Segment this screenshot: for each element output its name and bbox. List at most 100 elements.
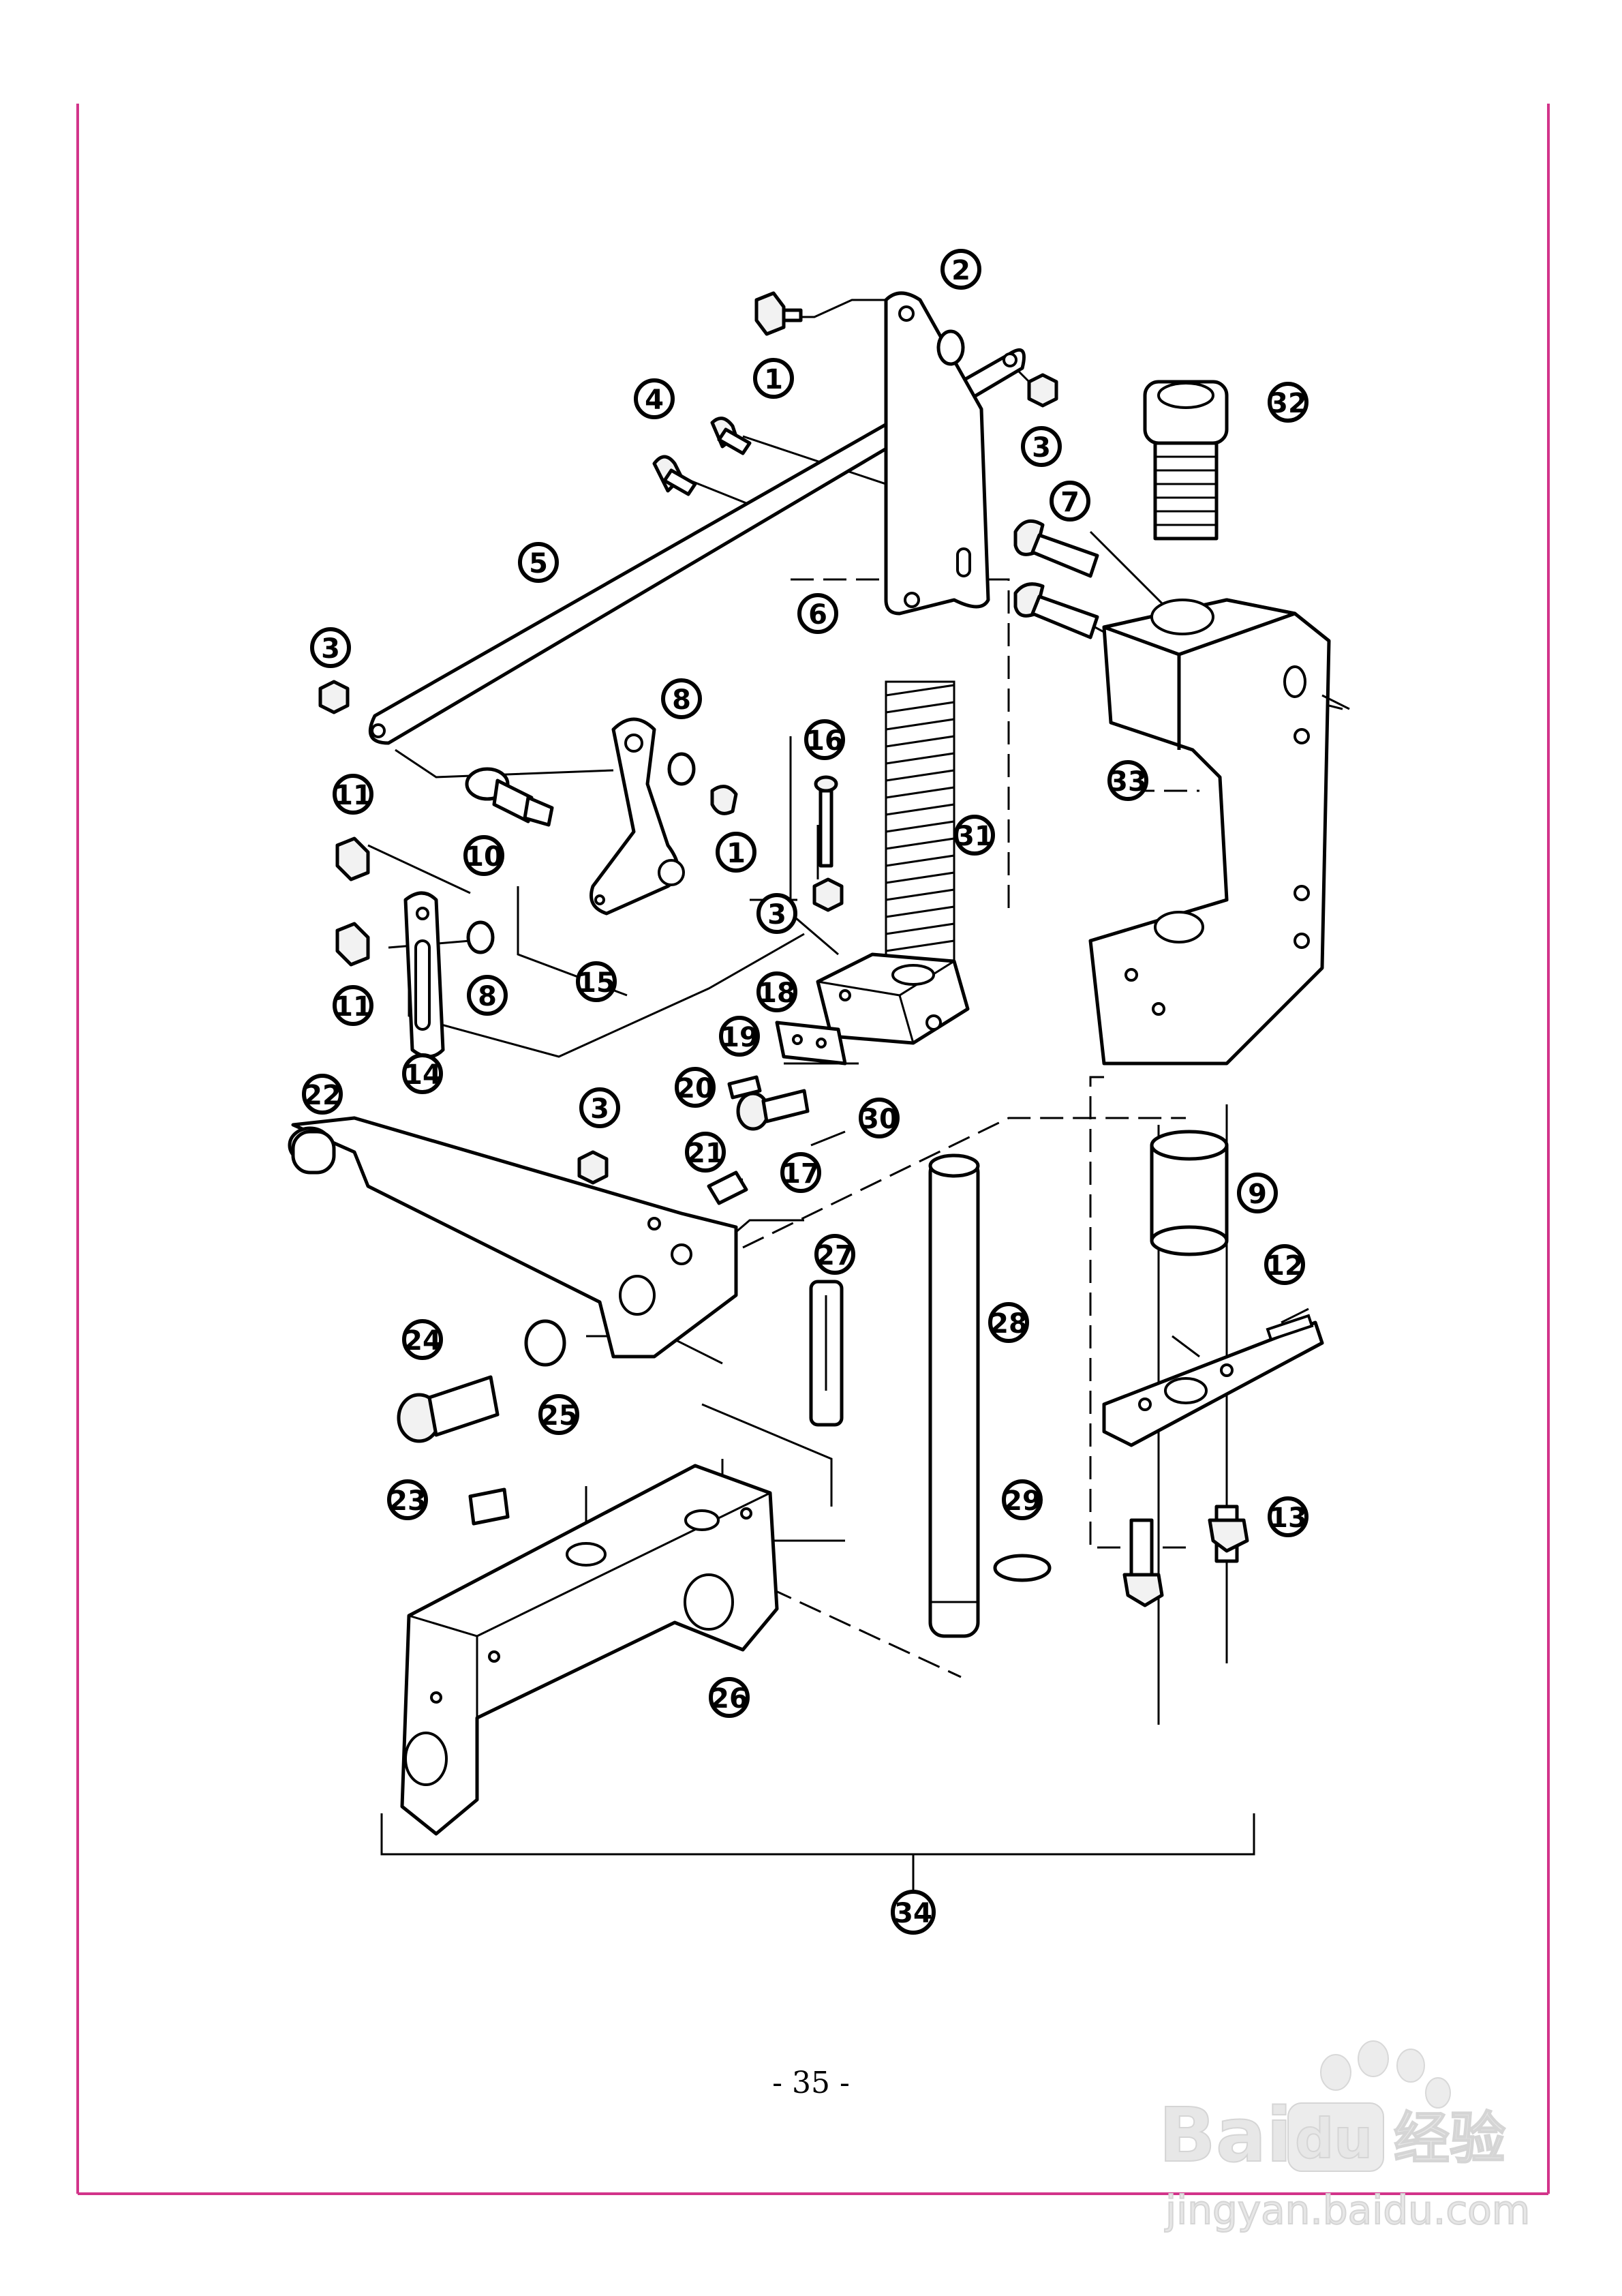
callout-7: 7	[1050, 481, 1090, 522]
part-block-18	[816, 952, 970, 1045]
callout-34: 34	[891, 1890, 936, 1935]
part-washer-2	[936, 329, 965, 366]
callout-19: 19	[719, 1016, 760, 1057]
callout-29: 29	[1002, 1479, 1043, 1520]
svg-text:11: 11	[334, 780, 372, 811]
svg-text:24: 24	[403, 1325, 442, 1357]
callout-2: 2	[940, 249, 981, 290]
callout-16: 16	[804, 719, 845, 760]
callout-11-top: 11	[333, 774, 373, 815]
svg-text:13: 13	[1269, 1502, 1307, 1534]
callout-3-low: 3	[579, 1087, 620, 1128]
callout-15: 15	[576, 961, 617, 1002]
callout-31: 31	[954, 815, 995, 856]
svg-text:26: 26	[710, 1683, 748, 1715]
svg-text:16: 16	[806, 725, 844, 757]
callout-21: 21	[685, 1132, 726, 1173]
part-long-link-5	[368, 348, 1026, 745]
part-shaft-28	[928, 1153, 980, 1638]
svg-text:7: 7	[1060, 487, 1080, 518]
watermark-cn: 经验	[1394, 2106, 1505, 2171]
svg-text:18: 18	[758, 978, 796, 1009]
svg-text:28: 28	[990, 1308, 1028, 1340]
part-pin-10	[465, 767, 554, 827]
part-ring-29	[993, 1554, 1052, 1582]
svg-text:29: 29	[1003, 1485, 1041, 1517]
callout-1-mid: 1	[716, 832, 756, 873]
part-lever-22	[288, 1116, 738, 1359]
svg-text:3: 3	[1032, 432, 1051, 464]
callout-18: 18	[756, 971, 797, 1012]
callout-25: 25	[538, 1394, 579, 1435]
callout-20: 20	[675, 1067, 716, 1108]
part-screws-13	[1122, 1505, 1249, 1607]
svg-text:6: 6	[808, 599, 827, 631]
callout-3-top: 3	[1021, 426, 1062, 467]
svg-text:8: 8	[672, 684, 691, 716]
callout-32: 32	[1268, 382, 1309, 423]
svg-text:4: 4	[645, 384, 664, 416]
callout-3-left: 3	[310, 627, 351, 668]
callout-13: 13	[1268, 1496, 1309, 1537]
svg-text:34: 34	[894, 1898, 932, 1929]
part-screw-4	[652, 417, 752, 496]
assembly-bracket-line	[380, 1813, 1255, 1856]
watermark-url: jingyan.baidu.com	[1164, 2187, 1530, 2233]
part-pin-27	[809, 1280, 844, 1427]
svg-text:33: 33	[1109, 766, 1147, 798]
callout-17: 17	[780, 1152, 821, 1193]
svg-text:31: 31	[955, 821, 994, 852]
part-bushing-9	[1150, 1130, 1229, 1256]
callout-11-low: 11	[333, 985, 373, 1026]
callout-30: 30	[859, 1098, 900, 1138]
callout-14: 14	[402, 1053, 443, 1094]
svg-text:3: 3	[767, 899, 786, 931]
callout-24: 24	[402, 1319, 443, 1360]
svg-text:15: 15	[577, 967, 615, 999]
callout-8-top: 8	[661, 678, 702, 719]
part-plug-32	[1143, 380, 1229, 541]
watermark-brand: Bai	[1159, 2091, 1292, 2179]
part-lever-15	[590, 717, 685, 916]
svg-text:14: 14	[403, 1059, 442, 1091]
watermark-paw-box	[1287, 2102, 1384, 2172]
watermark-brand-tail: du	[1295, 2107, 1373, 2171]
part-nut-3-low	[577, 1150, 609, 1185]
svg-text:27: 27	[816, 1240, 854, 1271]
page-number: - 35 -	[772, 2066, 850, 2100]
svg-text:3: 3	[590, 1093, 609, 1125]
part-screw-24	[397, 1375, 500, 1443]
part-nut-3-top	[1027, 373, 1058, 408]
part-plate-19	[775, 1021, 847, 1066]
part-plate-12	[1102, 1314, 1324, 1447]
part-screw-1-top	[754, 291, 803, 336]
part-screw-16	[814, 775, 838, 868]
part-link-14	[403, 891, 445, 1059]
svg-text:21: 21	[686, 1138, 724, 1169]
part-screw-23	[468, 1487, 510, 1526]
callout-12: 12	[1264, 1244, 1305, 1285]
callout-33: 33	[1107, 760, 1148, 801]
part-screw-1-mid	[710, 785, 738, 815]
svg-text:9: 9	[1248, 1179, 1267, 1210]
svg-text:19: 19	[720, 1022, 759, 1053]
svg-text:12: 12	[1266, 1250, 1304, 1282]
baidu-jingyan-watermark: Bai du 经验 jingyan.baidu.com	[1158, 2040, 1531, 2234]
part-stud-11-top	[335, 836, 370, 881]
svg-text:8: 8	[478, 981, 497, 1012]
svg-text:30: 30	[860, 1104, 898, 1135]
part-screw-21	[707, 1170, 748, 1205]
part-screws-7	[1013, 519, 1099, 639]
callout-9: 9	[1237, 1173, 1278, 1213]
callout-1-top: 1	[753, 358, 794, 399]
callout-6: 6	[797, 593, 838, 634]
part-stud-11-low	[335, 922, 370, 967]
part-washer-8-top	[667, 752, 696, 786]
callout-10: 10	[463, 835, 504, 876]
svg-text:23: 23	[388, 1485, 427, 1517]
svg-text:22: 22	[303, 1080, 341, 1111]
callout-8-low: 8	[467, 975, 508, 1016]
callout-3-mid: 3	[756, 893, 797, 934]
